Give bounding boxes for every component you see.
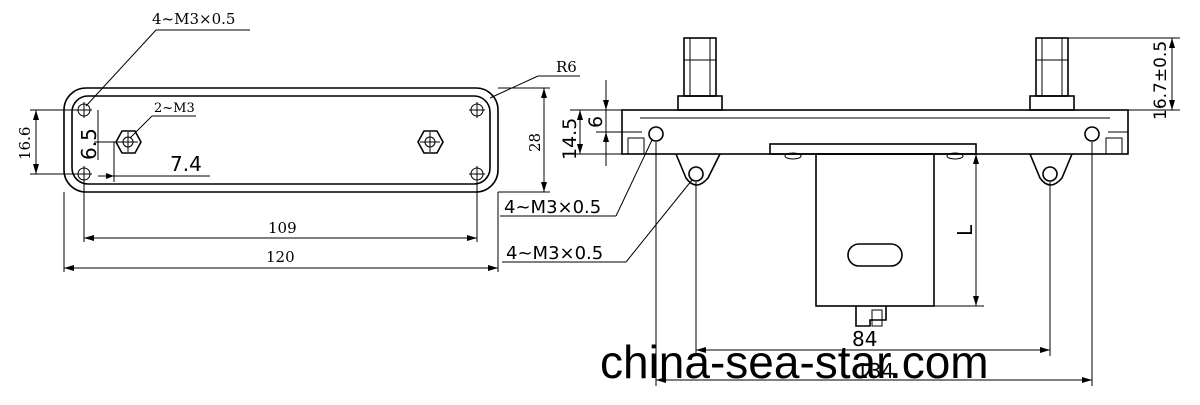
center-hex-hole <box>115 130 142 154</box>
left-plate-view: 4~M3×0.5 2~M3 R6 109 120 28 <box>16 10 580 272</box>
watermark: china-sea-star.com <box>600 336 989 388</box>
bracket-hole <box>688 166 704 182</box>
right-stud <box>1029 37 1075 111</box>
center-hex-hole <box>417 130 444 154</box>
dim-hole-span: 109 <box>268 219 297 237</box>
label-flange-holes: 4~M3×0.5 <box>504 197 601 218</box>
dim-plate-width: 120 <box>266 248 295 266</box>
dim-offset-vertical: 6.5 <box>77 128 101 160</box>
dim-plate-height: 28 <box>526 133 544 152</box>
right-front-view: L 84 134 16.7±0.5 14.5 6 <box>500 37 1180 386</box>
flange-hole <box>648 126 664 142</box>
dim-hole-height: 16.6 <box>16 127 34 160</box>
label-radius: R6 <box>556 58 577 76</box>
corner-hole <box>469 102 485 118</box>
mounting-plate <box>769 143 977 155</box>
bracket-hole <box>1042 166 1058 182</box>
dim-flange-thickness: 6 <box>585 116 607 128</box>
dim-inner-span: 84 <box>852 327 877 351</box>
left-stud <box>677 37 723 111</box>
dim-offset-horizontal: 7.4 <box>170 152 202 176</box>
dim-length: L <box>953 224 977 236</box>
plate-inner-outline <box>71 95 491 185</box>
terminal <box>855 306 887 327</box>
coil-slot <box>847 243 903 267</box>
dim-outer-span: 134 <box>856 359 894 383</box>
label-corner-holes: 4~M3×0.5 <box>152 10 235 28</box>
label-center-holes: 2~M3 <box>154 101 195 116</box>
top-flange <box>621 109 1129 155</box>
corner-hole <box>469 166 485 182</box>
dim-stud-height: 16.7±0.5 <box>1151 41 1171 120</box>
plate-outer-outline <box>63 87 499 193</box>
flange-hole <box>1084 126 1100 142</box>
coil-body <box>815 153 935 307</box>
label-bracket-holes: 4~M3×0.5 <box>506 243 603 264</box>
dim-flange-height: 14.5 <box>559 118 581 160</box>
